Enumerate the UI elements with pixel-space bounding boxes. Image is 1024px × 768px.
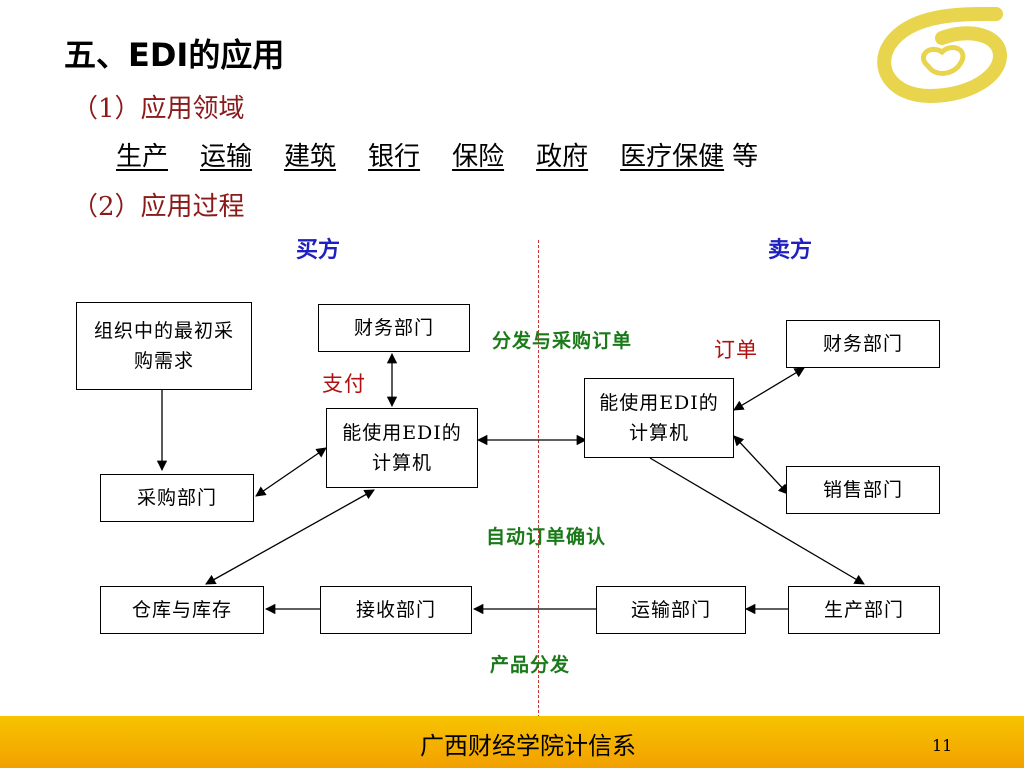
node-receiving: 接收部门 — [320, 586, 472, 634]
arrow-purchasing-edi — [255, 447, 327, 497]
footer-bar: 广西财经学院计信系 11 — [0, 716, 1024, 768]
arrow-seller-edi-finance — [733, 367, 805, 411]
arrow-seller-edi-production — [649, 457, 865, 585]
field-production: 生产 — [116, 142, 169, 172]
label-payment: 支付 — [322, 372, 366, 396]
fields-suffix: 等 — [732, 142, 759, 172]
arrow-seller-edi-sales — [733, 435, 789, 495]
node-warehouse: 仓库与库存 — [100, 586, 264, 634]
node-seller-edi-computer: 能使用EDI的计算机 — [584, 378, 734, 458]
buyer-label: 买方 — [296, 238, 341, 263]
field-banking: 银行 — [368, 142, 421, 172]
footer-department: 广西财经学院计信系 — [420, 732, 636, 760]
node-purchasing: 采购部门 — [100, 474, 254, 522]
node-buyer-edi-computer: 能使用EDI的计算机 — [326, 408, 478, 488]
node-initial-demand: 组织中的最初采购需求 — [76, 302, 252, 390]
field-construction: 建筑 — [284, 142, 337, 172]
application-fields-list: 生产 运输 建筑 银行 保险 政府 医疗保健 等 — [116, 136, 758, 176]
section-heading-application-process: （2）应用过程 — [72, 192, 245, 222]
node-buyer-finance: 财务部门 — [318, 304, 470, 352]
section-heading-application-fields: （1）应用领域 — [72, 94, 245, 124]
page-number: 11 — [932, 736, 953, 755]
label-order: 订单 — [714, 338, 758, 362]
node-sales: 销售部门 — [786, 466, 940, 514]
slide-title: 五、EDI的应用 — [64, 36, 285, 74]
arrow-edi-warehouse — [205, 489, 375, 585]
field-government: 政府 — [536, 142, 589, 172]
node-seller-finance: 财务部门 — [786, 320, 940, 368]
label-product-distribution: 产品分发 — [490, 654, 571, 676]
buyer-seller-divider — [538, 240, 539, 718]
seller-label: 卖方 — [768, 238, 813, 263]
node-production: 生产部门 — [788, 586, 940, 634]
field-insurance: 保险 — [452, 142, 505, 172]
field-transport: 运输 — [200, 142, 253, 172]
node-transport: 运输部门 — [596, 586, 746, 634]
label-auto-order-confirmation: 自动订单确认 — [486, 526, 607, 548]
field-healthcare: 医疗保健 — [620, 142, 725, 172]
college-logo-icon — [877, 6, 1008, 104]
label-distribute-purchase-order: 分发与采购订单 — [492, 330, 633, 352]
